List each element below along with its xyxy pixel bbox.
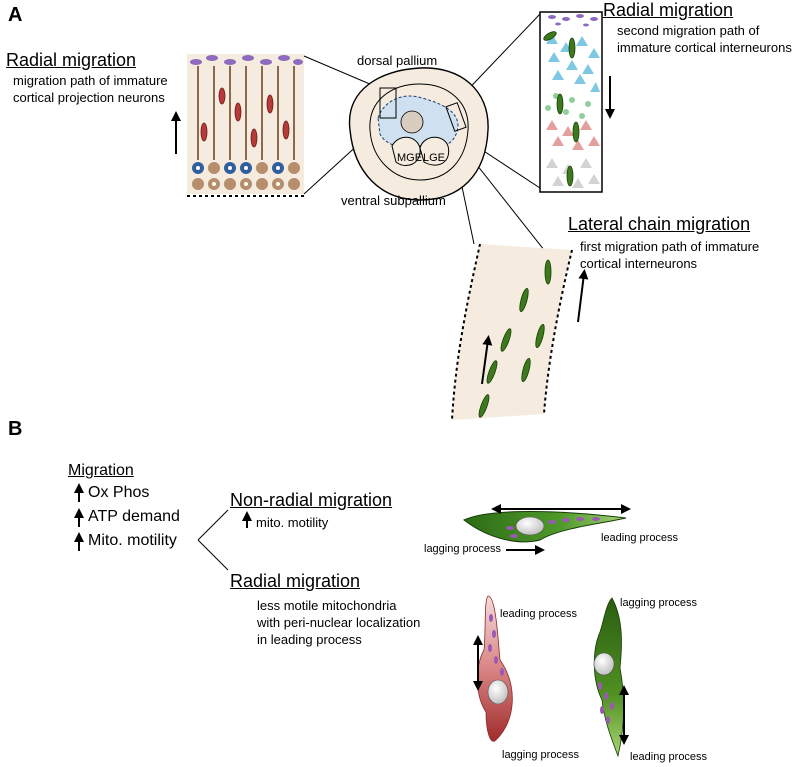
green-leading-label: leading process xyxy=(630,751,708,763)
green-lagging-label: lagging process xyxy=(620,597,698,609)
left-radial-title: Radial migration xyxy=(6,50,137,70)
brain-section-illustration xyxy=(348,67,489,201)
migration-item-atp: ATP demand xyxy=(88,508,180,525)
radial-title: Radial migration xyxy=(230,571,361,591)
left-radial-desc-line2: cortical projection neurons xyxy=(13,90,165,105)
lateral-chain-desc-line2: cortical interneurons xyxy=(580,256,698,271)
lateral-up-arrow-left xyxy=(481,335,493,385)
radial-desc-line3: in leading process xyxy=(257,632,362,647)
ventral-subpallium-label: ventral subpallium xyxy=(341,193,446,208)
migration-title: Migration xyxy=(68,462,134,479)
lge-label: LGE xyxy=(423,152,446,164)
non-radial-leading-label: leading process xyxy=(601,532,679,544)
green-radial-neuron-illustration xyxy=(593,597,625,758)
mge-label: MGE xyxy=(397,152,423,164)
migration-item-motility: Mito. motility xyxy=(88,532,177,549)
red-leading-label: leading process xyxy=(500,608,578,620)
lateral-up-arrow-right xyxy=(577,269,589,323)
migration-item-oxphos: Ox Phos xyxy=(88,484,150,501)
cortical-column-illustration xyxy=(187,54,304,197)
lateral-chain-illustration xyxy=(451,243,573,421)
lateral-chain-title: Lateral chain migration xyxy=(568,214,751,234)
right-radial-title: Radial migration xyxy=(603,0,734,20)
right-radial-desc-line1: second migration path of xyxy=(617,23,760,38)
red-lagging-label: lagging process xyxy=(502,749,580,761)
branch-lines xyxy=(197,509,229,571)
left-radial-desc-line1: migration path of immature xyxy=(13,73,168,88)
migration-up-arrows xyxy=(74,483,252,551)
non-radial-desc: mito. motility xyxy=(256,515,329,530)
right-radial-desc-line2: immature cortical interneurons xyxy=(617,40,792,55)
radial-desc-line1: less motile mitochondria xyxy=(257,598,397,613)
lateral-chain-desc-line1: first migration path of immature xyxy=(580,239,760,254)
interneuron-column-illustration xyxy=(539,11,603,193)
non-radial-title: Non-radial migration xyxy=(230,490,393,510)
radial-desc-line2: with peri-nuclear localization xyxy=(257,615,421,630)
non-radial-lagging-label: lagging process xyxy=(424,543,502,555)
panel-a-label: A xyxy=(8,4,23,26)
panel-b-label: B xyxy=(8,418,23,440)
dorsal-pallium-label: dorsal pallium xyxy=(357,53,438,68)
red-radial-neuron-illustration xyxy=(477,595,513,742)
